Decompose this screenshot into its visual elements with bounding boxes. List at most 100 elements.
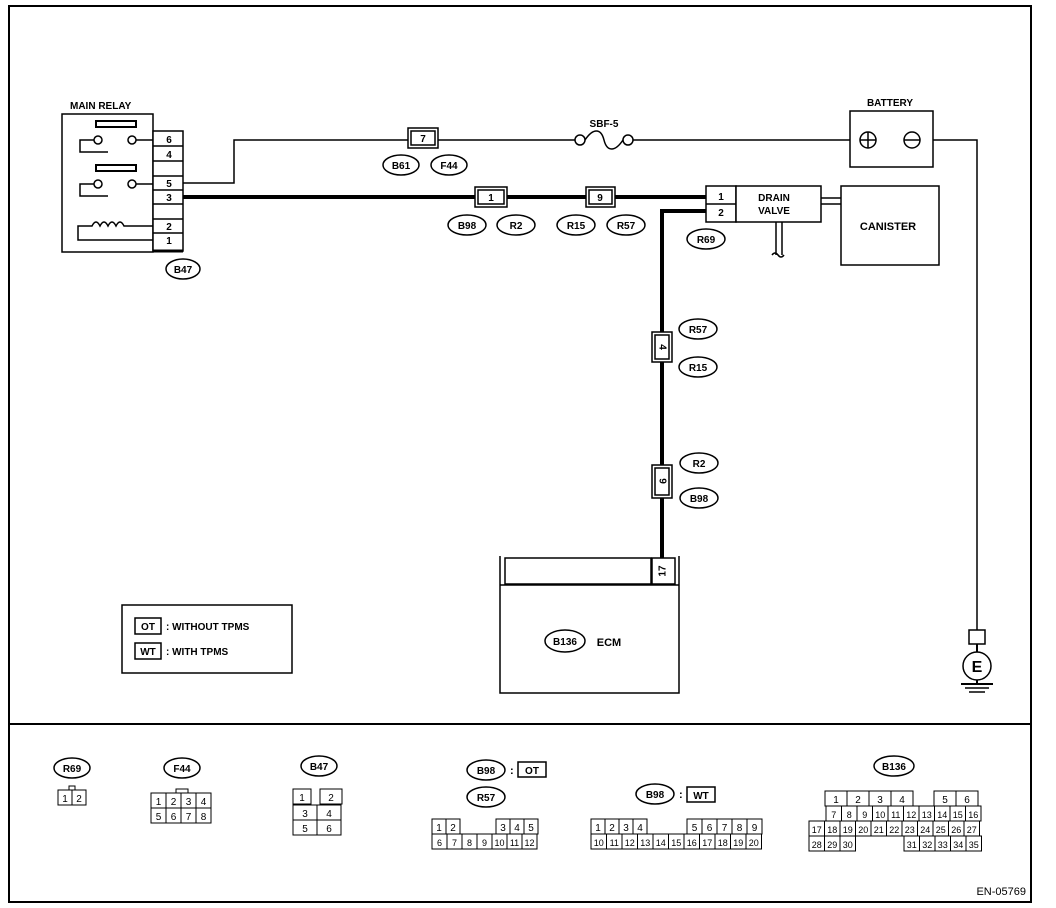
colon: : [679, 789, 683, 801]
face-b98-wt-name: B98 [646, 790, 665, 801]
legend-ot-text: : WITHOUT TPMS [166, 622, 250, 633]
relay-pin: 6 [166, 135, 172, 146]
connector-pin-number: 10 [875, 810, 885, 820]
connector-pin-cell [839, 835, 856, 852]
connector-pin-number: 12 [625, 838, 635, 848]
connector-pin-number: 33 [938, 840, 948, 850]
wire-drain-ecm [660, 209, 706, 332]
connector-pin-number: 9 [862, 810, 867, 820]
main-relay-label: MAIN RELAY [70, 101, 132, 112]
connector-pin-number: 6 [964, 795, 970, 806]
face-r69-name: R69 [63, 764, 82, 775]
connector-b61-f44: 7 B61 F44 [382, 127, 468, 176]
connector-pin-number: 4 [899, 795, 905, 806]
pin-label: 1 [488, 193, 494, 204]
connector-pin-number: 6 [171, 812, 177, 823]
connector-pin-number: 13 [640, 838, 650, 848]
connector-pin-number: 32 [922, 840, 932, 850]
connector-r15-r57: 9 R15 R57 [556, 186, 646, 236]
connector-f44: F44 [440, 161, 458, 172]
ecm-label: ECM [597, 637, 621, 649]
connector-r69: R69 [697, 235, 716, 246]
connector-pin-number: 11 [891, 810, 900, 820]
connector-pin-number: 3 [623, 823, 629, 834]
connector-pin-number: 7 [186, 812, 192, 823]
connector-pin-number: 1 [156, 797, 162, 808]
fuse-icon [584, 130, 624, 150]
connector-pin-number: 16 [687, 838, 697, 848]
drain-valve: 1 2 DRAIN VALVE R69 [686, 185, 822, 258]
connector-r2: R2 [693, 459, 706, 470]
drain-valve-label: VALVE [758, 206, 790, 217]
face-ot-tag: OT [525, 766, 539, 777]
connector-pin-number: 5 [528, 823, 534, 834]
connector-r2: R2 [510, 221, 523, 232]
connector-pin-number: 15 [953, 810, 963, 820]
colon: : [510, 765, 514, 777]
connector-b61: B61 [392, 161, 411, 172]
ecm: 17 B136 ECM [499, 556, 680, 694]
earth-label: E [972, 659, 983, 676]
connector-pin-number: 11 [610, 838, 619, 848]
relay-pin: 2 [166, 222, 172, 233]
connector-b98-r2: 1 B98 R2 [447, 186, 536, 236]
battery-label: BATTERY [867, 98, 913, 109]
connector-pin-number: 5 [942, 795, 948, 806]
connector-pin-number: 4 [326, 809, 332, 820]
connector-pin-number: 8 [467, 838, 472, 848]
connector-pin-number: 16 [968, 810, 978, 820]
connector-pin-number: 2 [609, 823, 615, 834]
connector-pin-number: 23 [905, 825, 915, 835]
connector-pin-number: 3 [186, 797, 192, 808]
connector-pin-number: 3 [877, 795, 883, 806]
main-relay: MAIN RELAY 6 4 5 3 2 1 [61, 101, 201, 280]
wire-battery-earth [933, 139, 978, 630]
connector-r57-r15: 4 R57 R15 [651, 318, 718, 378]
connector-pin-number: 27 [967, 825, 977, 835]
connector-pin-number: 20 [858, 825, 868, 835]
connector-pin-number: 5 [156, 812, 162, 823]
connector-pin-number: 17 [702, 838, 712, 848]
face-b136-name: B136 [882, 762, 906, 773]
connector-pin-number: 31 [907, 840, 917, 850]
connector-pin-number: 29 [827, 840, 837, 850]
sbf5-label: SBF-5 [590, 119, 619, 130]
relay-coil-icon [77, 221, 153, 232]
connector-b98: B98 [690, 494, 709, 505]
canister: CANISTER [821, 185, 940, 266]
face-wt-tag: WT [693, 791, 709, 802]
connector-pin-number: 6 [326, 824, 332, 835]
connector-pin-cell [292, 788, 312, 805]
connector-pin-number: 22 [889, 825, 899, 835]
legend-ot-tag: OT [141, 622, 155, 633]
connector-pin-number: 2 [450, 823, 456, 834]
connector-pin-number: 9 [752, 823, 758, 834]
connector-pin-number: 1 [595, 823, 601, 834]
connector-pin-number: 5 [692, 823, 698, 834]
connector-pin-cell [319, 788, 343, 805]
relay-pin: 5 [166, 179, 172, 190]
canister-label: CANISTER [860, 221, 916, 233]
connector-pin-cell [316, 819, 342, 836]
connector-pin-number: 34 [953, 840, 963, 850]
connector-pin-number: 10 [494, 838, 504, 848]
connector-pin-number: 6 [707, 823, 713, 834]
connector-pin-number: 6 [437, 838, 442, 848]
connector-pin-number: 7 [722, 823, 728, 834]
pin-label: 7 [420, 134, 426, 145]
legend: OT : WITHOUT TPMS WT : WITH TPMS [121, 604, 293, 674]
connector-pin-number: 12 [906, 810, 916, 820]
connector-pin-number: 12 [524, 838, 534, 848]
drain-valve-label: DRAIN [758, 193, 790, 204]
connector-pin-number: 9 [482, 838, 487, 848]
pin-label: 1 [718, 192, 724, 203]
connector-pin-number: 7 [831, 810, 836, 820]
connector-pin-number: 2 [76, 794, 82, 805]
relay-pin: 3 [166, 193, 172, 204]
connector-pin-number: 17 [812, 825, 822, 835]
connector-pin-number: 1 [833, 795, 839, 806]
